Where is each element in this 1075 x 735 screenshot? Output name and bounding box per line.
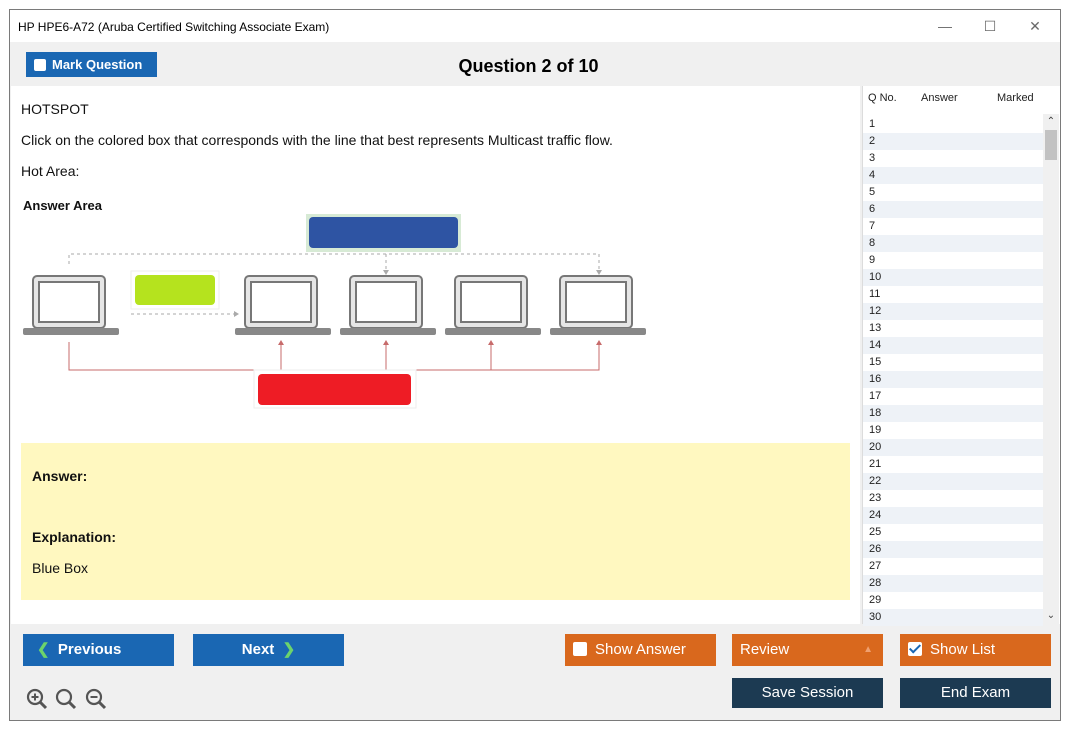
question-list-scrollbar[interactable]: ⌃ ⌄ [1043, 114, 1059, 624]
review-label: Review [740, 641, 790, 658]
next-label: Next [241, 641, 275, 658]
question-list-row[interactable]: 30 [863, 609, 1043, 626]
question-list-row[interactable]: 2 [863, 133, 1043, 150]
question-list-row[interactable]: 4 [863, 167, 1043, 184]
checkbox-icon [573, 642, 587, 656]
multicast-lines [68, 253, 600, 315]
scroll-up-icon[interactable]: ⌃ [1046, 116, 1056, 127]
question-list-row[interactable]: 21 [869, 458, 882, 470]
show-answer-label: Show Answer [595, 641, 686, 658]
broadcast-lines [68, 342, 600, 371]
maximize-icon[interactable]: ☐ [983, 18, 997, 34]
explanation-label: Explanation: [32, 529, 117, 545]
laptop-icon [550, 275, 646, 335]
question-list-row[interactable]: 8 [863, 235, 1043, 252]
question-list-row[interactable]: 5 [869, 186, 876, 198]
question-list-row[interactable]: 11 [869, 288, 881, 300]
marked-header: Marked [997, 92, 1034, 104]
review-dropdown[interactable]: Review ▲ [732, 634, 883, 666]
close-icon[interactable]: ✕ [1029, 18, 1041, 34]
scroll-down-icon[interactable]: ⌄ [1046, 610, 1056, 621]
question-counter: Question 2 of 10 [458, 56, 599, 76]
question-list-row[interactable]: 7 [869, 220, 876, 232]
title-bar: HP HPE6-A72 (Aruba Certified Switching A… [10, 10, 1060, 42]
question-toolbar: Mark Question Question 2 of 10 [10, 42, 1060, 86]
chevron-right-icon: ❯ [282, 641, 296, 658]
question-list-row[interactable]: 18 [863, 405, 1043, 422]
chevron-down-icon: ▲ [863, 644, 873, 655]
question-list-row[interactable]: 16 [863, 371, 1043, 388]
question-list-row[interactable]: 25 [869, 526, 882, 538]
question-list-row[interactable]: 6 [863, 201, 1043, 218]
laptop-icon [445, 275, 541, 335]
laptop-icon [23, 275, 119, 335]
zoom-reset-icon[interactable] [55, 688, 77, 710]
zoom-in-icon[interactable] [26, 688, 48, 710]
question-list-row[interactable]: 1 [869, 118, 876, 130]
red-arrow-heads [278, 340, 602, 345]
question-list-row[interactable]: 3 [869, 152, 876, 164]
checkbox-checked-icon [908, 642, 922, 656]
question-list-row[interactable]: 29 [869, 594, 882, 606]
app-window: HP HPE6-A72 (Aruba Certified Switching A… [9, 9, 1061, 721]
laptop-icon [340, 275, 436, 335]
mark-question-button[interactable]: Mark Question [26, 52, 157, 77]
scroll-thumb[interactable] [1045, 130, 1057, 160]
answer-header: Answer [921, 92, 958, 104]
arrow-heads [234, 270, 602, 317]
network-diagram [23, 214, 646, 409]
question-list-row[interactable]: 19 [869, 424, 882, 436]
question-list-row[interactable]: 15 [869, 356, 882, 368]
question-list-row[interactable]: 10 [863, 269, 1043, 286]
question-list-row[interactable]: 23 [869, 492, 882, 504]
checkbox-icon [34, 59, 46, 71]
question-list-row[interactable]: 28 [863, 575, 1043, 592]
qno-header: Q No. [868, 92, 897, 104]
green-hotspot-box[interactable] [135, 275, 215, 305]
previous-label: Previous [57, 641, 122, 658]
question-list-row[interactable]: 20 [863, 439, 1043, 456]
blue-hotspot-box[interactable] [309, 217, 458, 248]
answer-panel: Answer: Explanation: Blue Box [21, 443, 850, 600]
save-session-button[interactable]: Save Session [732, 678, 883, 708]
end-exam-button[interactable]: End Exam [900, 678, 1051, 708]
window-title: HP HPE6-A72 (Aruba Certified Switching A… [18, 20, 330, 34]
question-list-row[interactable]: 24 [863, 507, 1043, 524]
previous-button[interactable]: ❮ Previous [23, 634, 174, 666]
red-hotspot-box[interactable] [258, 374, 411, 405]
answer-area-label: Answer Area [23, 198, 102, 213]
question-list-row[interactable]: 26 [863, 541, 1043, 558]
answer-label: Answer: [32, 468, 88, 484]
question-type: HOTSPOT [21, 101, 89, 117]
question-list-row[interactable]: 9 [869, 254, 876, 266]
question-content: HOTSPOT Click on the colored box that co… [11, 86, 860, 624]
question-list-row[interactable]: 17 [869, 390, 882, 402]
question-list-row[interactable]: 14 [863, 337, 1043, 354]
question-list-row[interactable]: 22 [863, 473, 1043, 490]
question-list-row[interactable]: 13 [869, 322, 882, 334]
show-list-button[interactable]: Show List [900, 634, 1051, 666]
question-list-row[interactable]: 12 [863, 303, 1043, 320]
question-text: Click on the colored box that correspond… [21, 132, 613, 148]
next-button[interactable]: Next ❯ [193, 634, 344, 666]
chevron-left-icon: ❮ [37, 641, 50, 658]
minimize-icon[interactable]: — [938, 18, 952, 34]
show-list-label: Show List [930, 641, 996, 658]
show-answer-button[interactable]: Show Answer [565, 634, 716, 666]
hot-area-label: Hot Area: [21, 163, 80, 179]
explanation-text: Blue Box [32, 560, 89, 576]
mark-question-label: Mark Question [52, 57, 143, 72]
zoom-out-icon[interactable] [85, 688, 107, 710]
question-list-row[interactable]: 27 [869, 560, 882, 572]
laptop-icon [235, 275, 331, 335]
